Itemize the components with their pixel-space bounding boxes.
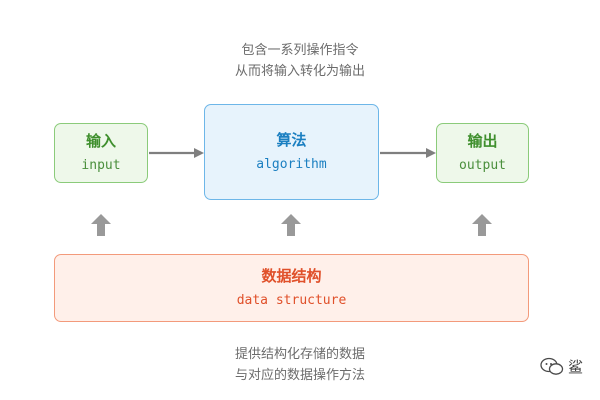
up-arrow-to-algorithm xyxy=(281,214,301,236)
algorithm-box-code: algorithm xyxy=(256,157,327,172)
data-structure-box-title: 数据结构 xyxy=(261,267,322,285)
input-box: 输入 input xyxy=(54,123,148,183)
arrow-input-to-algorithm xyxy=(149,148,204,158)
output-box-code: output xyxy=(459,158,506,173)
up-arrow-to-output xyxy=(472,214,492,236)
top-caption: 包含一系列操作指令 从而将输入转化为输出 xyxy=(0,40,600,82)
data-structure-box-code: data structure xyxy=(236,293,347,308)
output-box-title: 输出 xyxy=(467,132,498,150)
watermark: 鲨 xyxy=(540,352,600,380)
bottom-caption: 提供结构化存储的数据 与对应的数据操作方法 xyxy=(0,344,600,386)
bottom-caption-line-1: 提供结构化存储的数据 xyxy=(234,347,365,362)
watermark-text: 鲨 xyxy=(568,357,584,376)
wechat-icon xyxy=(540,357,564,375)
up-arrow-to-input xyxy=(91,214,111,236)
algorithm-box-title: 算法 xyxy=(276,131,307,149)
input-box-title: 输入 xyxy=(85,132,116,150)
bottom-caption-line-2: 与对应的数据操作方法 xyxy=(234,368,365,383)
algorithm-box: 算法 algorithm xyxy=(204,104,379,200)
data-structure-box: 数据结构 data structure xyxy=(54,254,529,322)
top-caption-line-2: 从而将输入转化为输出 xyxy=(234,64,365,79)
input-box-code: input xyxy=(81,158,121,173)
top-caption-line-1: 包含一系列操作指令 xyxy=(241,43,359,58)
arrow-algorithm-to-output xyxy=(380,148,436,158)
output-box: 输出 output xyxy=(436,123,529,183)
